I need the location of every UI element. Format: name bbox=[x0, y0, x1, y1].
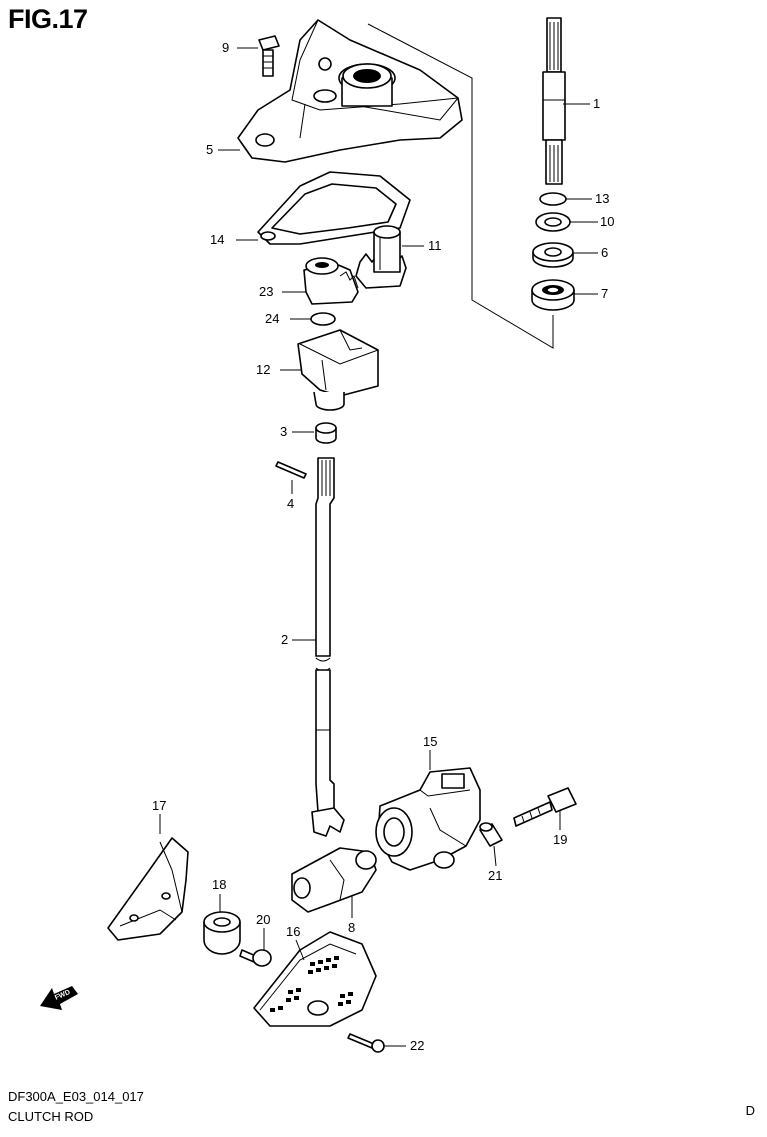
part-grommet bbox=[203, 911, 241, 955]
part-collar bbox=[479, 822, 503, 847]
figure-name: CLUTCH ROD bbox=[8, 1109, 94, 1124]
part-sector-gear bbox=[303, 257, 359, 305]
callout-1: 1 bbox=[593, 96, 600, 111]
part-bushing bbox=[315, 422, 337, 444]
part-cover-left bbox=[107, 837, 189, 941]
part-clevis bbox=[291, 847, 377, 913]
callout-8: 8 bbox=[348, 920, 355, 935]
fwd-arrow-icon: FWD bbox=[40, 986, 78, 1010]
callout-24: 24 bbox=[265, 311, 279, 326]
callout-17: 17 bbox=[152, 798, 166, 813]
callout-5: 5 bbox=[206, 142, 213, 157]
callout-6: 6 bbox=[601, 245, 608, 260]
assembly-bracket-lines bbox=[367, 23, 554, 349]
callout-19: 19 bbox=[553, 832, 567, 847]
part-circlip bbox=[539, 192, 567, 206]
callout-3: 3 bbox=[280, 424, 287, 439]
callout-15: 15 bbox=[423, 734, 437, 749]
callout-4: 4 bbox=[287, 496, 294, 511]
leader-lines bbox=[159, 47, 598, 1047]
part-bolt-right bbox=[513, 787, 577, 827]
part-gasket bbox=[257, 171, 411, 245]
callout-9: 9 bbox=[222, 40, 229, 55]
callout-2: 2 bbox=[281, 632, 288, 647]
part-o-ring bbox=[310, 312, 336, 326]
part-washer bbox=[535, 212, 571, 232]
callout-14: 14 bbox=[210, 232, 224, 247]
part-spacer bbox=[532, 242, 574, 268]
callout-23: 23 bbox=[259, 284, 273, 299]
callout-10: 10 bbox=[600, 214, 614, 229]
callout-18: 18 bbox=[212, 877, 226, 892]
part-housing bbox=[237, 19, 463, 163]
callout-22: 22 bbox=[410, 1038, 424, 1053]
callout-labels: 1 2 3 4 5 6 7 8 9 10 11 12 13 14 15 16 1… bbox=[152, 40, 614, 1053]
corner-letter: D bbox=[745, 1103, 755, 1118]
part-screw-small bbox=[239, 949, 272, 967]
part-oil-seal bbox=[531, 279, 575, 311]
callout-7: 7 bbox=[601, 286, 608, 301]
part-bolt-top bbox=[258, 35, 280, 77]
callout-11: 11 bbox=[428, 238, 442, 253]
part-upper-shaft bbox=[542, 17, 566, 185]
part-cam-lever bbox=[297, 329, 379, 411]
callout-20: 20 bbox=[256, 912, 270, 927]
part-pinion-gear bbox=[355, 225, 407, 289]
part-shift-bracket bbox=[375, 767, 481, 871]
figure-code: DF300A_E03_014_017 bbox=[8, 1089, 144, 1104]
callout-21: 21 bbox=[488, 868, 502, 883]
part-pin bbox=[275, 461, 307, 479]
figure-title: FIG.17 bbox=[8, 4, 88, 34]
callout-16: 16 bbox=[286, 924, 300, 939]
part-clutch-rod bbox=[311, 457, 345, 837]
part-screw-long bbox=[347, 1033, 385, 1053]
callout-12: 12 bbox=[256, 362, 270, 377]
part-cover-plate bbox=[253, 931, 377, 1027]
callout-13: 13 bbox=[595, 191, 609, 206]
